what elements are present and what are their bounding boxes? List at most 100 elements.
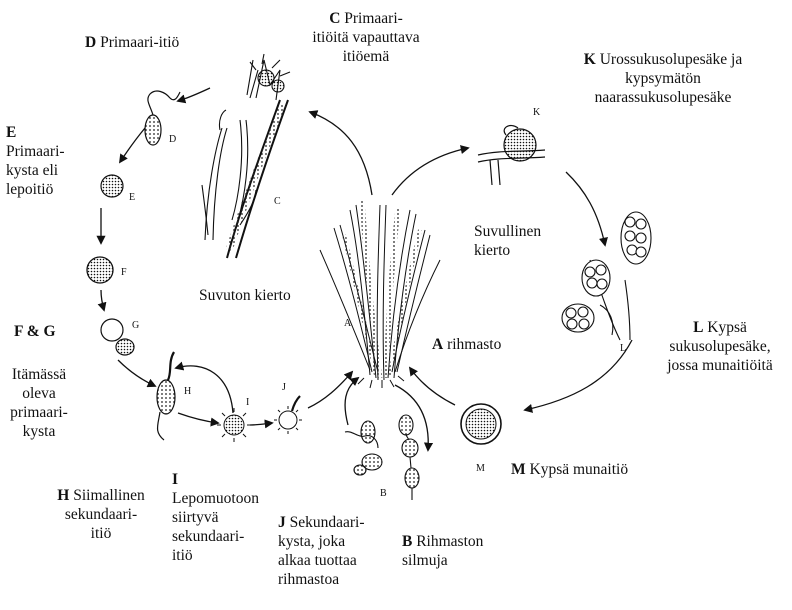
stage-f-cyst — [86, 256, 114, 284]
stage-a-mycelium — [319, 199, 441, 389]
stage-d-primary-spore — [144, 90, 181, 146]
caption-i-letter: I — [172, 471, 179, 488]
caption-j-line-3: alkaa tuottaa — [278, 552, 357, 569]
caption-h-letter: H — [57, 487, 70, 504]
arrow-a-to-c — [308, 110, 373, 196]
arrow-l-to-m — [523, 339, 633, 413]
marker-b: B — [380, 488, 387, 499]
caption-c-letter: C — [329, 10, 341, 27]
arrow-m-to-a — [408, 366, 456, 406]
caption-i-line-1: Lepomuotoon — [172, 490, 259, 507]
sexual-cycle-line-1: Suvullinen — [474, 223, 542, 240]
caption-d: D Primaari-itiö — [85, 33, 179, 52]
caption-l-letter: L — [693, 319, 704, 336]
sexual-cycle-line-2: kierto — [474, 242, 511, 259]
caption-l-line-3: jossa munaitiöitä — [667, 357, 773, 374]
arrow-a-to-k — [391, 145, 470, 196]
arrow-i-to-j — [249, 419, 274, 429]
caption-j-letter: J — [278, 514, 286, 531]
stage-l-oogonia — [561, 211, 652, 341]
caption-fg-text: Itämässä oleva primaari- kysta — [6, 365, 72, 441]
caption-fg-letter: F & G — [14, 323, 56, 340]
arrow-h-to-i — [177, 412, 220, 427]
marker-l: L — [620, 343, 627, 354]
marker-a: A — [344, 318, 352, 329]
caption-fg-line-3: primaari- — [10, 404, 68, 421]
caption-j-line-4: rihmastoa — [278, 571, 340, 588]
caption-l-line-2: sukusolupesäke, — [669, 338, 771, 355]
arrow-d-to-e — [118, 127, 146, 164]
caption-m: M Kypsä munaitiö — [511, 460, 628, 479]
caption-b-line-2: silmuja — [402, 552, 448, 569]
stage-j-germinating-cyst — [274, 395, 302, 434]
stage-e-primary-cyst — [100, 174, 124, 198]
caption-k-line-3: naarassukusolupesäke — [594, 89, 732, 106]
caption-j-line-2: kysta, joka — [278, 533, 346, 550]
arrow-k-to-l — [565, 171, 608, 247]
stage-i-secondary-cyst — [217, 408, 251, 442]
caption-d-line-1: Primaari-itiö — [100, 34, 180, 51]
caption-d-letter: D — [85, 34, 97, 51]
marker-j: J — [282, 382, 286, 393]
marker-d: D — [169, 134, 177, 145]
stage-m-oospore — [460, 403, 502, 445]
caption-h-line-1: Siimallinen — [73, 487, 145, 504]
caption-e-letter: E — [6, 124, 17, 141]
caption-fg-line-1: Itämässä — [11, 366, 67, 383]
asexual-cycle-label: Suvuton kierto — [199, 287, 291, 304]
marker-m: M — [476, 463, 485, 474]
caption-k-line-2: kypsymätön — [625, 70, 701, 87]
caption-k-letter: K — [583, 51, 596, 68]
marker-f: F — [121, 267, 127, 278]
caption-j-line-1: Sekundaari- — [289, 514, 365, 531]
caption-c-line-1: Primaari- — [344, 10, 403, 27]
caption-i-line-2: siirtyvä — [172, 509, 219, 526]
marker-c: C — [274, 196, 281, 207]
arrow-a-to-b — [394, 384, 434, 452]
arrow-g-to-h — [117, 359, 157, 388]
caption-i-line-4: itiö — [172, 547, 193, 564]
caption-c-line-3: itiöemä — [342, 48, 390, 65]
stage-k-gametangia — [477, 124, 546, 186]
caption-h: H Siimallinen sekundaari- itiö — [52, 486, 150, 543]
caption-h-line-3: itiö — [90, 525, 112, 542]
caption-l-line-1: Kypsä — [707, 319, 747, 336]
caption-e-line-1: Primaari- — [6, 143, 65, 160]
caption-b: B Rihmaston silmuja — [402, 532, 483, 570]
marker-g: G — [132, 320, 140, 331]
caption-a-letter: A — [432, 336, 444, 353]
caption-m-letter: M — [511, 461, 526, 478]
marker-k: K — [533, 107, 541, 118]
stage-c-sporangium — [201, 53, 291, 259]
arrow-c-to-d — [176, 87, 211, 104]
caption-i-line-3: sekundaari- — [172, 528, 245, 545]
caption-e-line-3: lepoitiö — [6, 181, 54, 198]
marker-i: I — [246, 397, 250, 408]
caption-k: K Urossukusolupesäke ja kypsymätön naara… — [567, 50, 759, 107]
caption-c-line-2: itiöitä vapauttava — [312, 29, 420, 46]
caption-i: I Lepomuotoon siirtyvä sekundaari- itiö — [172, 470, 259, 565]
cycle-arrows — [96, 87, 633, 452]
caption-h-line-2: sekundaari- — [64, 506, 138, 523]
caption-m-line-1: Kypsä munaitiö — [529, 461, 629, 478]
arrow-i-to-h — [174, 361, 234, 414]
stage-g-germinating-cyst — [100, 318, 135, 356]
caption-k-line-1: Urossukusolupesäke ja — [599, 51, 743, 68]
caption-b-line-1: Rihmaston — [416, 533, 484, 550]
caption-l: L Kypsä sukusolupesäke, jossa munaitiöit… — [658, 318, 782, 375]
caption-fg-line-2: oleva — [22, 385, 56, 402]
stage-h-secondary-spore — [156, 351, 176, 441]
caption-fg-line-4: kysta — [22, 423, 56, 440]
caption-a-line-1: rihmasto — [447, 336, 502, 353]
marker-h: H — [184, 386, 192, 397]
caption-c: C Primaari- itiöitä vapauttava itiöemä — [306, 9, 426, 66]
caption-j: J Sekundaari- kysta, joka alkaa tuottaa … — [278, 513, 365, 589]
arrow-b-to-a — [344, 376, 360, 426]
arrow-f-to-g — [97, 289, 107, 312]
caption-e-line-2: kysta eli — [6, 162, 59, 179]
arrow-j-to-a — [307, 370, 354, 409]
marker-e: E — [129, 192, 136, 203]
sexual-cycle-label: Suvullinen kierto — [474, 222, 541, 260]
